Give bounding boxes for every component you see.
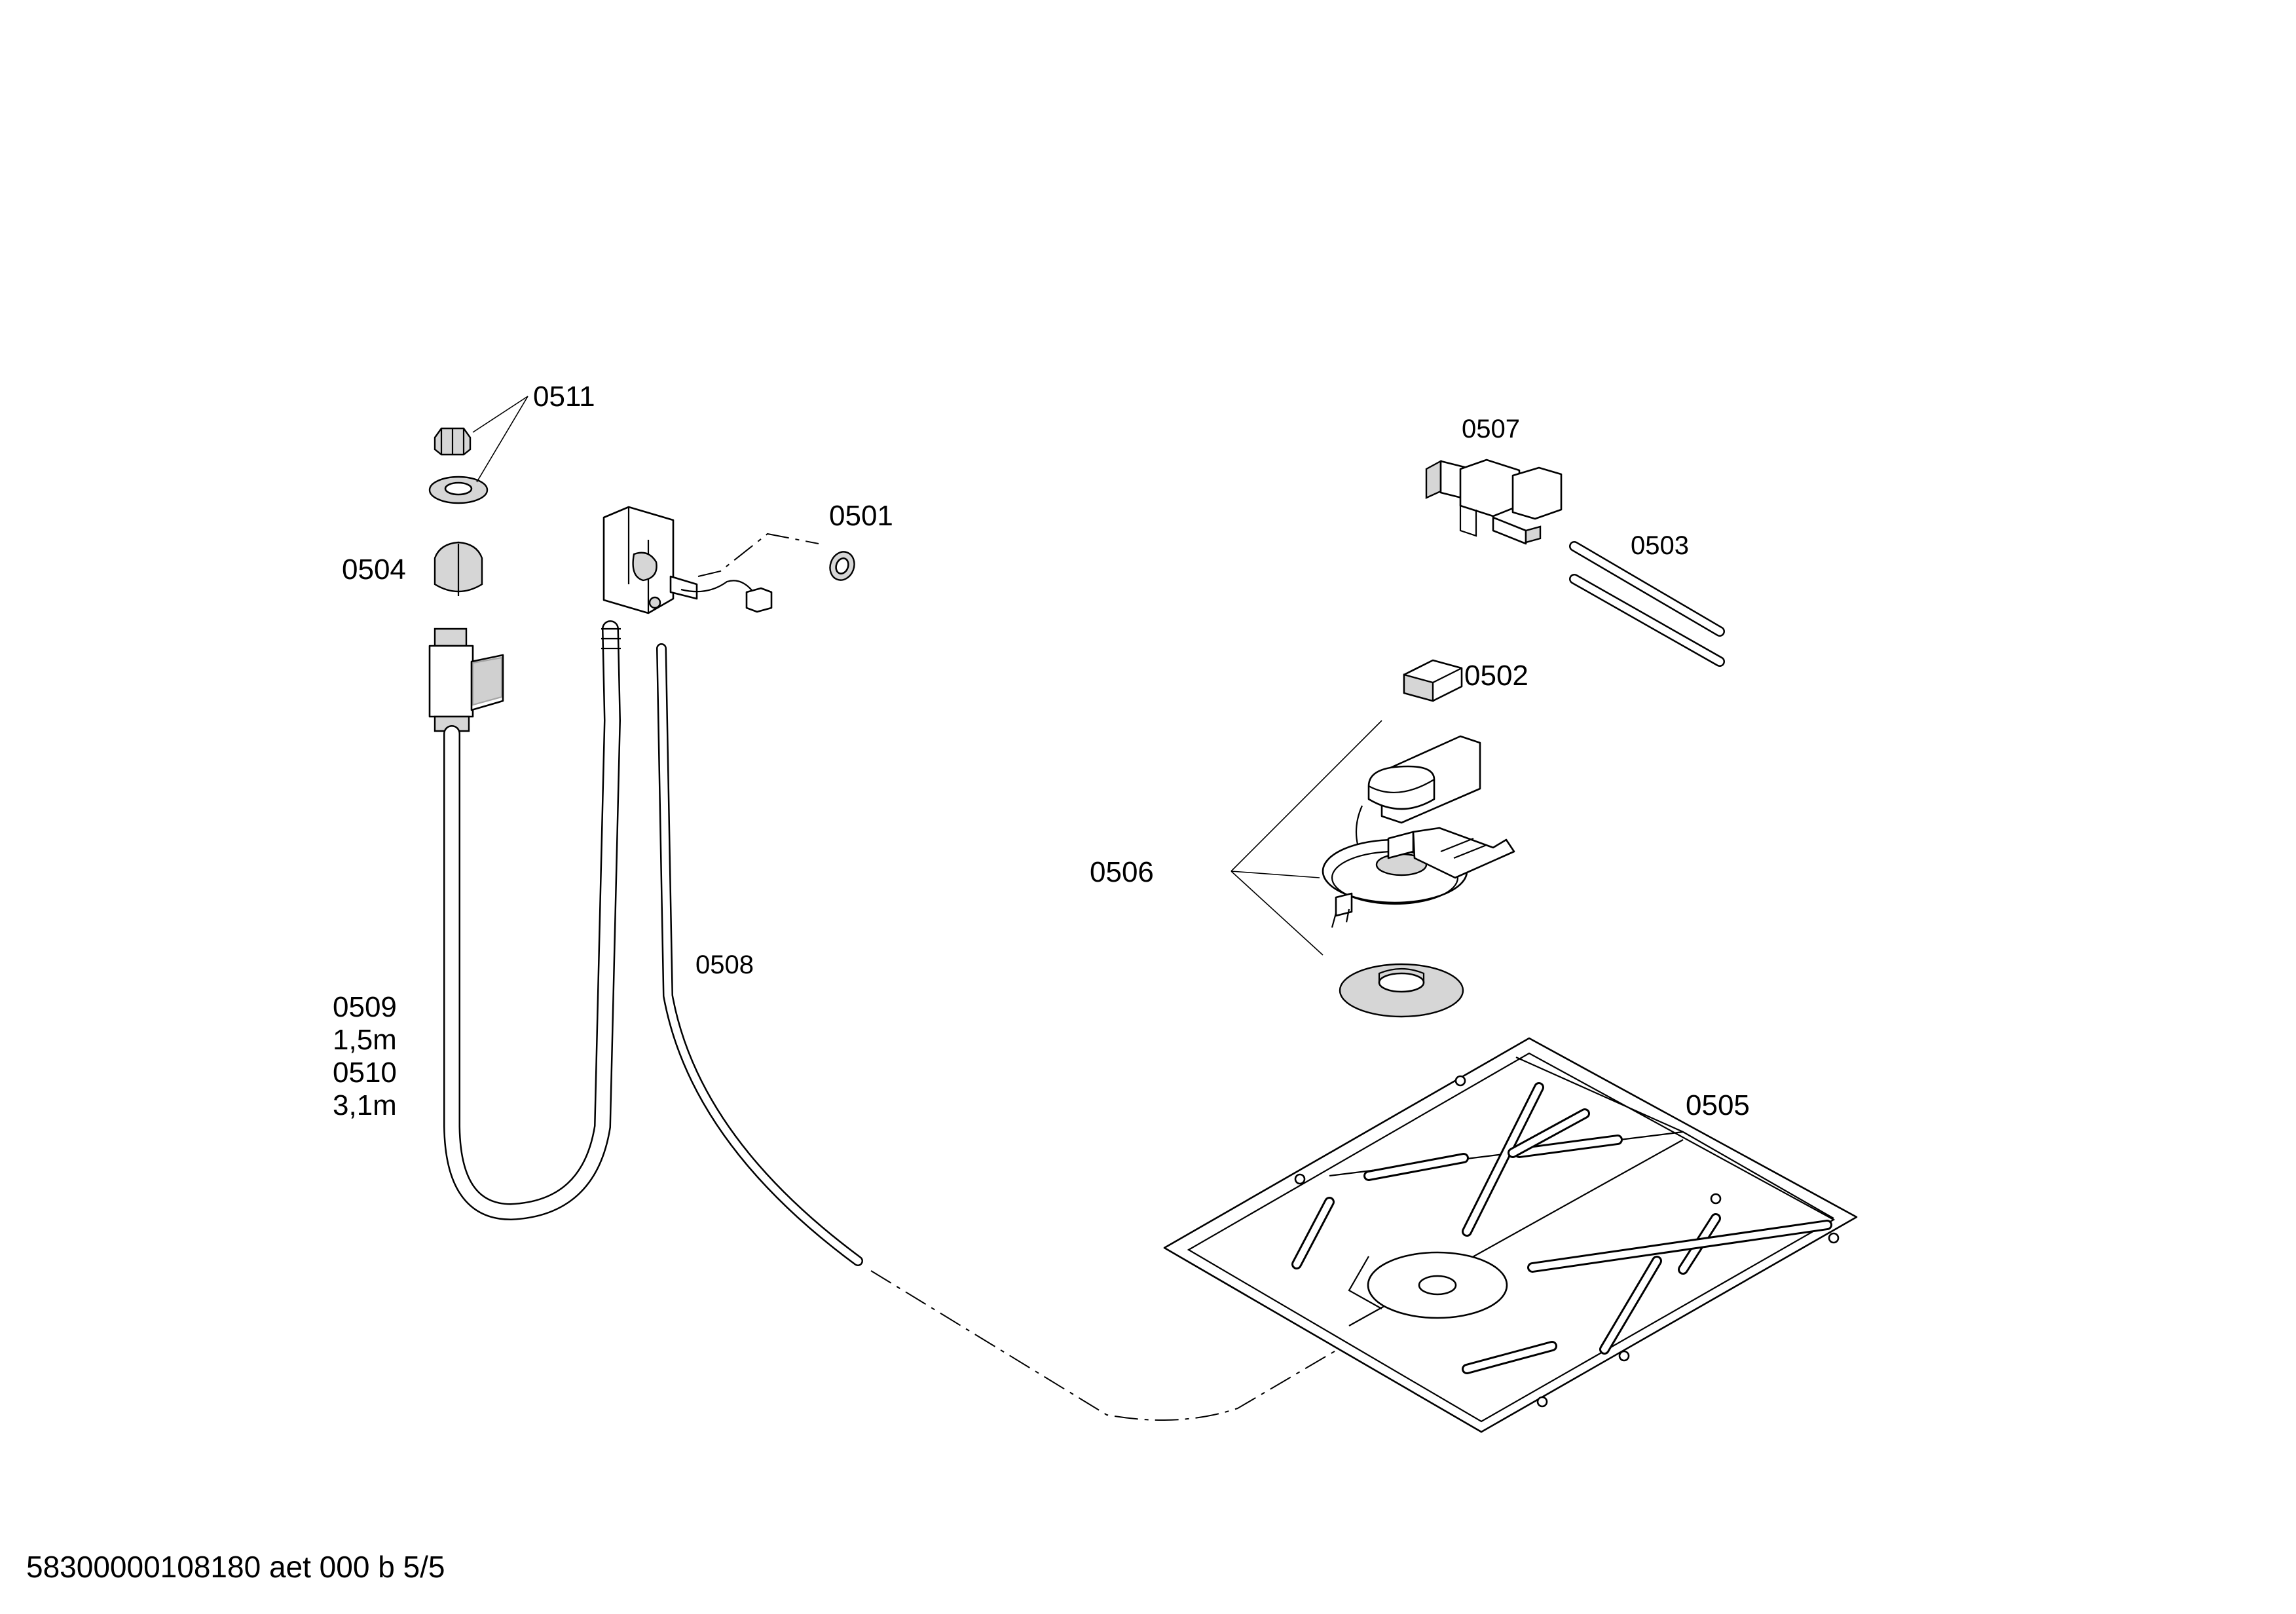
part-0502-connector	[1403, 659, 1463, 702]
label-0504: 0504	[342, 554, 406, 586]
part-0509-inlet-hose	[428, 620, 621, 1221]
label-length-1-5m: 1,5m	[333, 1024, 397, 1056]
label-0503: 0503	[1631, 531, 1689, 560]
label-0507: 0507	[1462, 415, 1520, 443]
label-length-3-1m: 3,1m	[333, 1089, 397, 1121]
part-0511-cap	[434, 427, 472, 456]
document-footer-code: 58300000108180 aet 000 b 5/5	[26, 1550, 445, 1584]
label-0511: 0511	[533, 381, 595, 413]
part-0503-rods	[1569, 541, 1725, 667]
part-0501-ring	[829, 551, 855, 581]
leader-0501	[697, 533, 819, 577]
part-0508-drain-tube	[656, 643, 863, 1266]
label-0508: 0508	[695, 950, 754, 979]
label-0506: 0506	[1090, 856, 1154, 888]
part-0505-base-tray	[1163, 1037, 1858, 1433]
leader-0508-dash	[870, 1270, 1350, 1421]
label-0509: 0509	[333, 991, 397, 1023]
label-0501: 0501	[829, 500, 893, 532]
label-0510: 0510	[333, 1057, 397, 1089]
part-0504-nut	[434, 541, 483, 596]
part-0507-valve	[1425, 459, 1563, 545]
leader-0511	[472, 396, 528, 483]
label-0505: 0505	[1686, 1089, 1750, 1121]
leader-0506	[1231, 720, 1382, 956]
part-hose-valve-housing	[602, 506, 773, 614]
part-0506-sensor-assembly	[1322, 735, 1515, 1018]
part-0511-washer	[428, 476, 489, 504]
label-0502: 0502	[1464, 660, 1528, 692]
